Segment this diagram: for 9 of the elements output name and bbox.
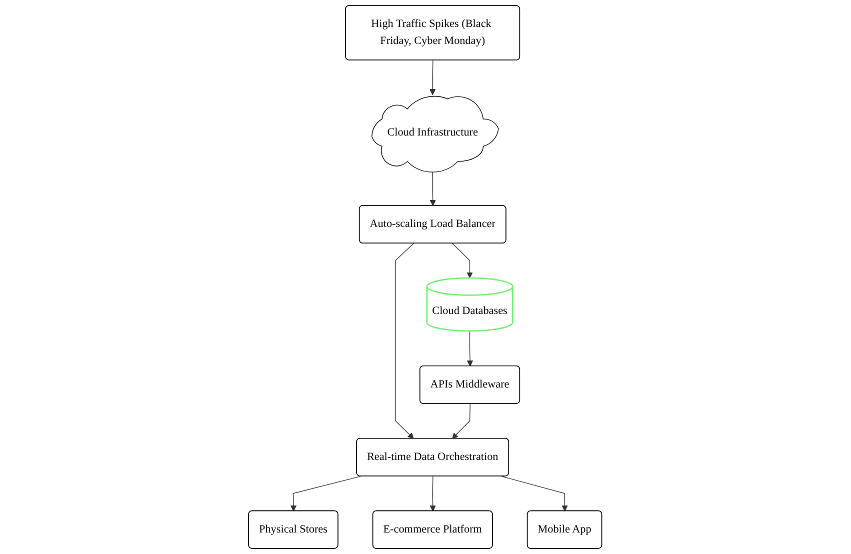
arrow: [430, 476, 436, 512]
arrow: [452, 403, 471, 439]
arrow: [430, 170, 436, 206]
arrow: [467, 330, 474, 366]
arrow: [452, 243, 474, 278]
arrow: [395, 243, 414, 439]
arrow: [290, 476, 362, 512]
arrow: [501, 476, 568, 512]
arrow: [430, 60, 436, 96]
